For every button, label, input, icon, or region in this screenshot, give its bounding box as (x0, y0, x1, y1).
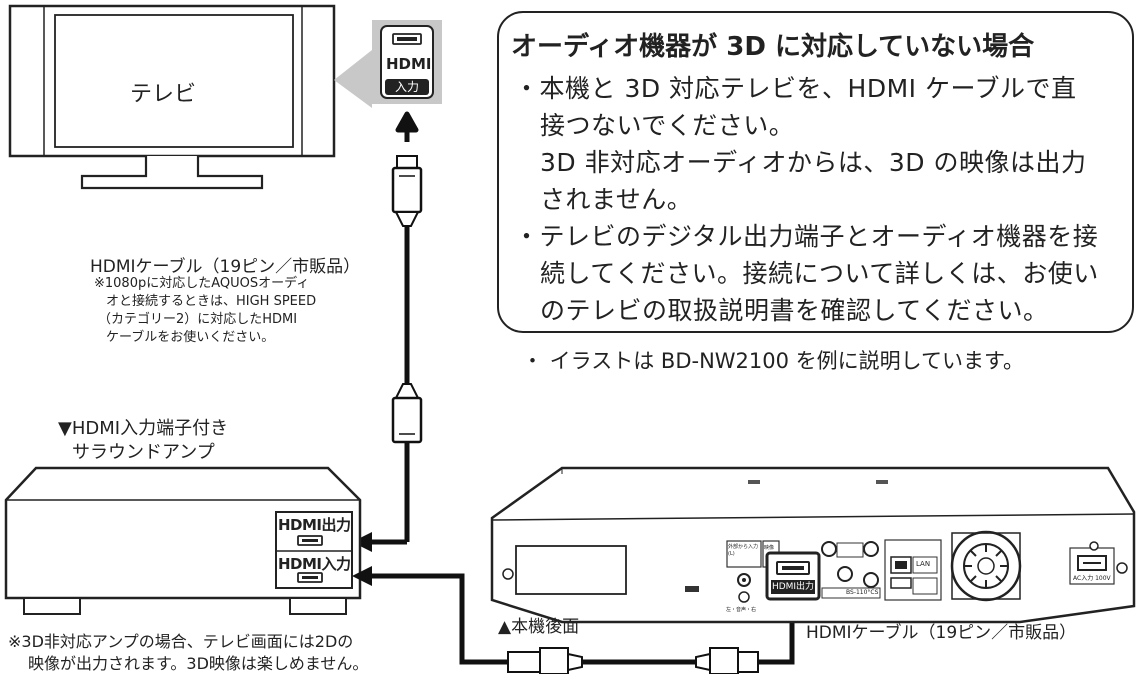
amp-note-line-1: ※3D非対応アンプの場合、テレビ画面には2Dの (8, 632, 354, 651)
notice-box (497, 11, 1134, 333)
notice-line-6: 続してください。接続について詳しくは、お使い (540, 259, 1099, 288)
notice-title: オーディオ機器が 3D に対応していない場合 (511, 32, 1035, 62)
cable-2-label: HDMIケーブル（19ピン／市販品） (806, 623, 1077, 643)
recorder-bs-label: BS-110°CS (846, 589, 879, 596)
notice-line-4: されません。 (540, 185, 693, 214)
cable-1-note-line-1: ※1080pに対応したAQUOSオーディ (94, 276, 310, 291)
amp-title-line-1: ▼HDMI入力端子付き (58, 418, 229, 439)
tv-label: テレビ (130, 82, 197, 107)
amplifier-illustration (4, 466, 362, 615)
notice-line-2: 接つないでください。 (540, 111, 795, 140)
notice-line-1: ・本機と 3D 対応テレビを、HDMI ケーブルで直 (514, 74, 1077, 103)
amp-hdmi-in-label: HDMI入力 (278, 555, 351, 573)
hdmi-cable-1 (372, 155, 423, 545)
notice-line-5: ・テレビのデジタル出力端子とオーディオ機器を接 (514, 222, 1099, 251)
recorder-hdmi-out-label: HDMI出力 (771, 582, 815, 592)
recorder-illustration (490, 466, 1136, 624)
hdmi-cable-2 (372, 573, 795, 674)
recorder-ac-label: AC入力 100V (1073, 575, 1111, 582)
cable-1-note-line-3: （カテゴリー2）に対応したHDMI (98, 312, 298, 327)
amp-title-line-2: サラウンドアンプ (72, 442, 215, 463)
cable-1-label: HDMIケーブル（19ピン／市販品） (90, 257, 361, 277)
recorder-rear-label: ▲本機後面 (498, 617, 580, 637)
recorder-small-label-3: 左・音声・右 (726, 607, 757, 613)
tv-illustration (8, 4, 336, 190)
notice-line-3: 3D 非対応オーディオからは、3D の映像は出力 (540, 148, 1087, 177)
cable-1-note-line-2: オと接続するときは、HIGH SPEED (106, 294, 317, 309)
amp-hdmi-out-label: HDMI出力 (278, 516, 351, 534)
recorder-small-label-2: 映像 (764, 545, 775, 551)
recorder-lan-label: LAN (916, 560, 931, 568)
cable-1-note-line-4: ケーブルをお使いください。 (106, 330, 275, 345)
illustration-caption: ・ イラストは BD-NW2100 を例に説明しています。 (522, 349, 1024, 373)
tv-hdmi-port-label: HDMI (386, 55, 432, 73)
recorder-small-label-1: 外部から入力(L) (728, 544, 759, 557)
notice-line-7: のテレビの取扱説明書を確認してください。 (540, 296, 1049, 325)
amp-note-line-2: 映像が出力されます。3D映像は楽しめません。 (28, 654, 369, 673)
tv-hdmi-callout (334, 20, 442, 108)
tv-hdmi-input-badge: 入力 (394, 80, 419, 94)
